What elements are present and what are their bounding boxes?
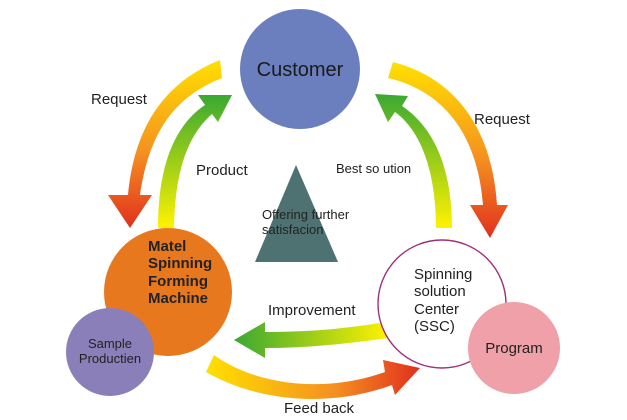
customer-label: Customer <box>256 59 344 81</box>
center-text-line-1: Offering further <box>262 207 350 222</box>
sample-node <box>66 308 154 396</box>
machine-label-line-1: Matel <box>148 238 187 255</box>
request-right-arrow <box>388 62 508 238</box>
feed-back-label: Feed back <box>284 400 355 417</box>
ssc-label-line-3: Center <box>414 300 460 318</box>
request-left-label: Request <box>91 91 147 108</box>
improvement-label: Improvement <box>268 302 356 319</box>
machine-label-line-4: Machine <box>148 289 209 307</box>
sample-label-line-1: Sample <box>87 336 133 351</box>
ssc-label-line-1: Spinning <box>414 266 473 283</box>
sample-label-line-2: Productien <box>78 350 142 366</box>
ssc-label-line-2: solution <box>414 283 466 301</box>
machine-label-line-3: Forming <box>148 272 208 290</box>
best-solution-label: Best so ution <box>336 161 412 176</box>
center-text: Offering further satisfacion <box>262 207 350 238</box>
machine-label: Matel Spinning Forming Machine <box>148 238 212 307</box>
machine-label-line-2: Spinning <box>148 255 213 273</box>
feedback-arrow <box>206 355 420 400</box>
request-right-label: Request <box>474 111 530 128</box>
improvement-arrow <box>234 322 388 358</box>
sample-label: Sample Productien <box>72 336 148 367</box>
product-arrow <box>158 95 232 228</box>
product-label: Product <box>196 162 248 179</box>
customer-node <box>240 9 360 129</box>
best-solution-arrow <box>375 94 452 228</box>
program-node <box>468 302 560 394</box>
program-label: Program <box>485 340 543 357</box>
center-triangle <box>255 165 338 262</box>
request-left-arrow <box>108 60 222 228</box>
ssc-label-line-4: (SSC) <box>414 317 455 335</box>
center-text-line-2: satisfacion <box>262 221 324 237</box>
ssc-label: Spinning solution Center (SSC) <box>414 266 472 335</box>
